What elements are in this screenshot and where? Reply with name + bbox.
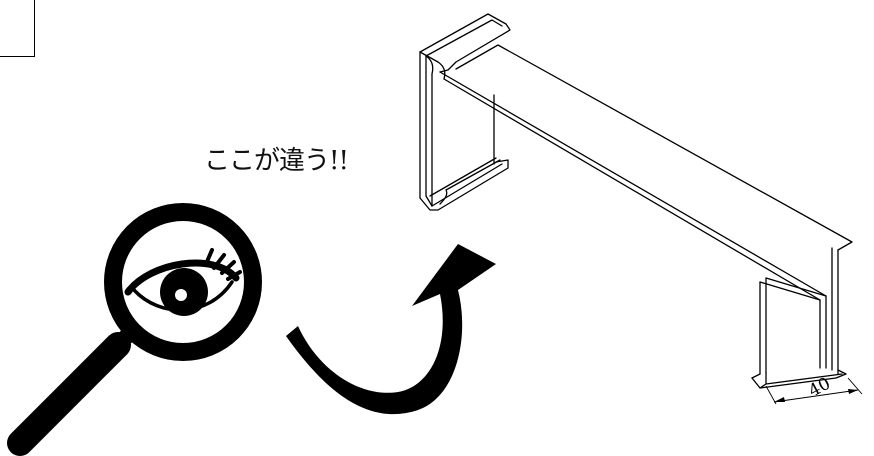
callout-text: ここが違う!! — [204, 146, 349, 176]
dimension-line — [773, 389, 859, 403]
magnifier-handle — [7, 332, 131, 456]
extension-line-left — [765, 385, 777, 405]
corner-frame — [0, 0, 35, 57]
extension-line-right — [847, 377, 863, 395]
bracket-drawing — [419, 13, 853, 389]
dimension-40: 40 — [765, 374, 863, 405]
eye-icon — [124, 248, 242, 316]
curved-arrow-icon — [286, 244, 496, 415]
magnifying-glass-eye-icon — [7, 203, 262, 456]
